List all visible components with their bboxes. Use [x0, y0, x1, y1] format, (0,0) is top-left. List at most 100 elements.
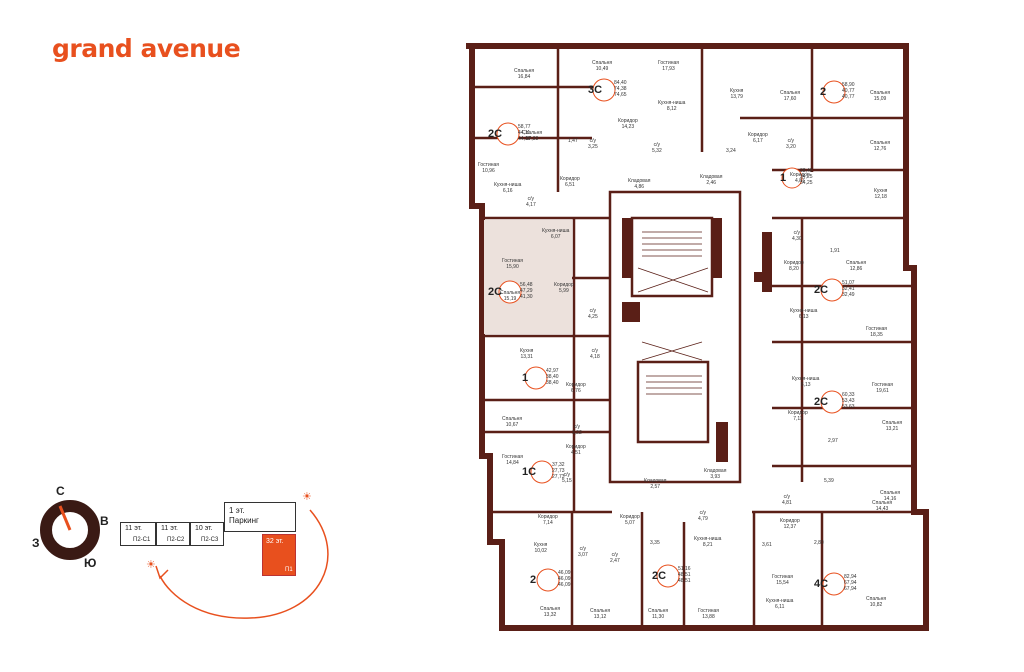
apartment-type[interactable]: 1	[522, 372, 529, 384]
apartment-type[interactable]: 1С	[522, 466, 537, 478]
block-2: 11 эт. П2-С2	[156, 522, 190, 546]
compass-west: З	[32, 536, 40, 550]
block-1: 11 эт. П2-С1	[120, 522, 156, 546]
apartment-type[interactable]: 2	[820, 86, 827, 98]
sun-path-arc	[155, 509, 329, 619]
small-area-label: 3,24	[726, 148, 736, 154]
brand-logo: grand avenue	[52, 34, 241, 63]
active-building[interactable]: 32 эт. П1	[262, 534, 296, 576]
sunset-icon: ☀	[146, 559, 156, 571]
small-area-label: 1,91	[830, 248, 840, 254]
apartment-type[interactable]: 2С	[814, 284, 829, 296]
sunrise-icon: ☀	[302, 491, 312, 503]
site-plan: 11 эт. П2-С1 11 эт. П2-С2 10 эт. П2-С3 1…	[120, 500, 300, 580]
apartment-type[interactable]: 2С	[814, 396, 829, 408]
floor-plan-walls	[466, 43, 929, 631]
apartment-type[interactable]: 2	[530, 574, 537, 586]
apartment-type[interactable]: 2С	[488, 128, 503, 140]
block-3: 10 эт. П2-С3	[190, 522, 224, 546]
apartment-type[interactable]: 3С	[588, 84, 603, 96]
compass-ring-icon	[40, 500, 100, 560]
small-area-label: 5,39	[824, 478, 834, 484]
small-area-label: 3,35	[650, 540, 660, 546]
apartment-type[interactable]: 2С	[488, 286, 503, 298]
compass-north: С	[56, 484, 65, 498]
small-area-label: 3,61	[762, 542, 772, 548]
small-area-label: 2,80	[814, 540, 824, 546]
small-area-label: 1,47	[568, 138, 578, 144]
apartment-type[interactable]: 2С	[652, 570, 667, 582]
parking-block: 1 эт. Паркинг	[224, 502, 296, 532]
apartment-type[interactable]: 1	[780, 172, 787, 184]
compass-south: Ю	[84, 556, 97, 570]
apartment-type[interactable]: 4С	[814, 578, 829, 590]
